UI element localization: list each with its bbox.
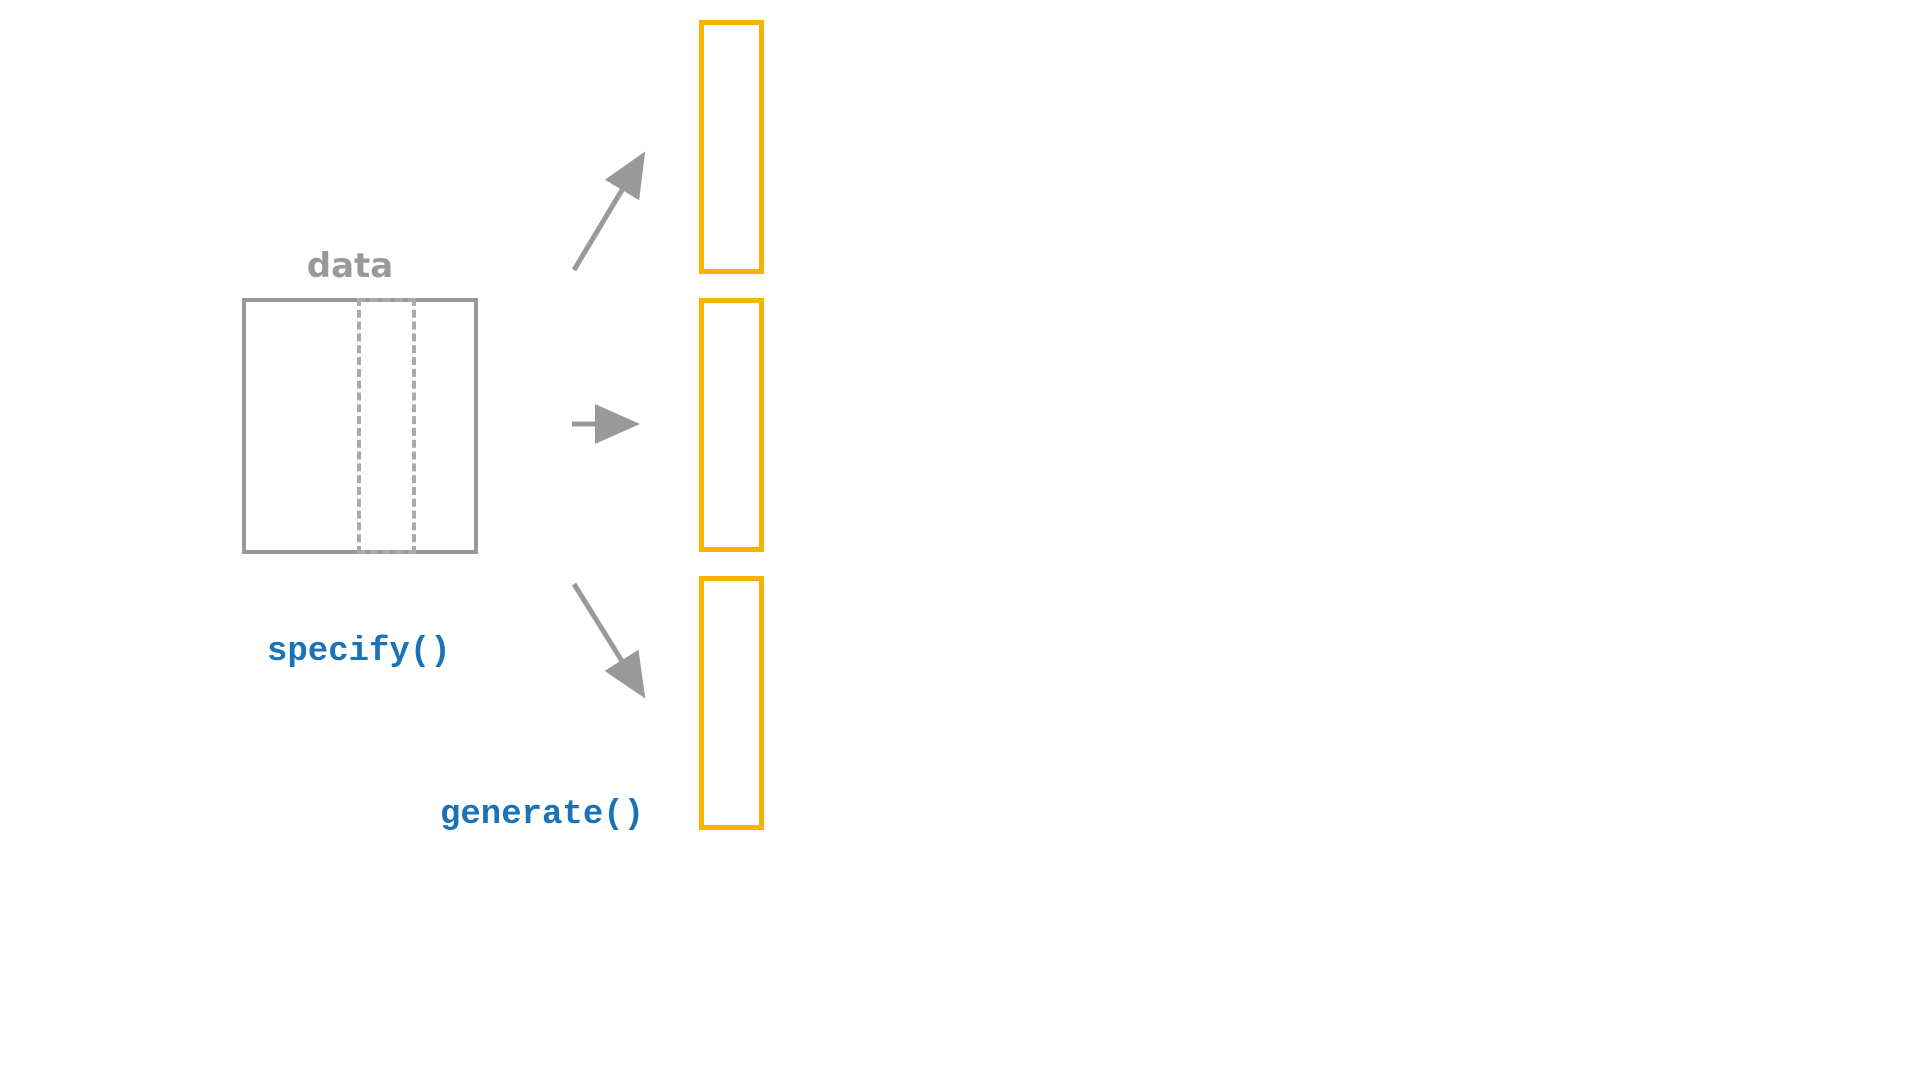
arrow-down — [571, 582, 646, 699]
generate-label: generate() — [440, 796, 645, 834]
sample-box-1 — [699, 20, 764, 274]
sample-box-2 — [699, 298, 764, 552]
data-label: data — [306, 246, 394, 286]
specify-label: specify() — [267, 633, 451, 671]
data-table — [242, 298, 478, 554]
selected-column — [357, 298, 416, 554]
sample-box-3 — [699, 576, 764, 830]
arrow-up — [571, 151, 646, 272]
